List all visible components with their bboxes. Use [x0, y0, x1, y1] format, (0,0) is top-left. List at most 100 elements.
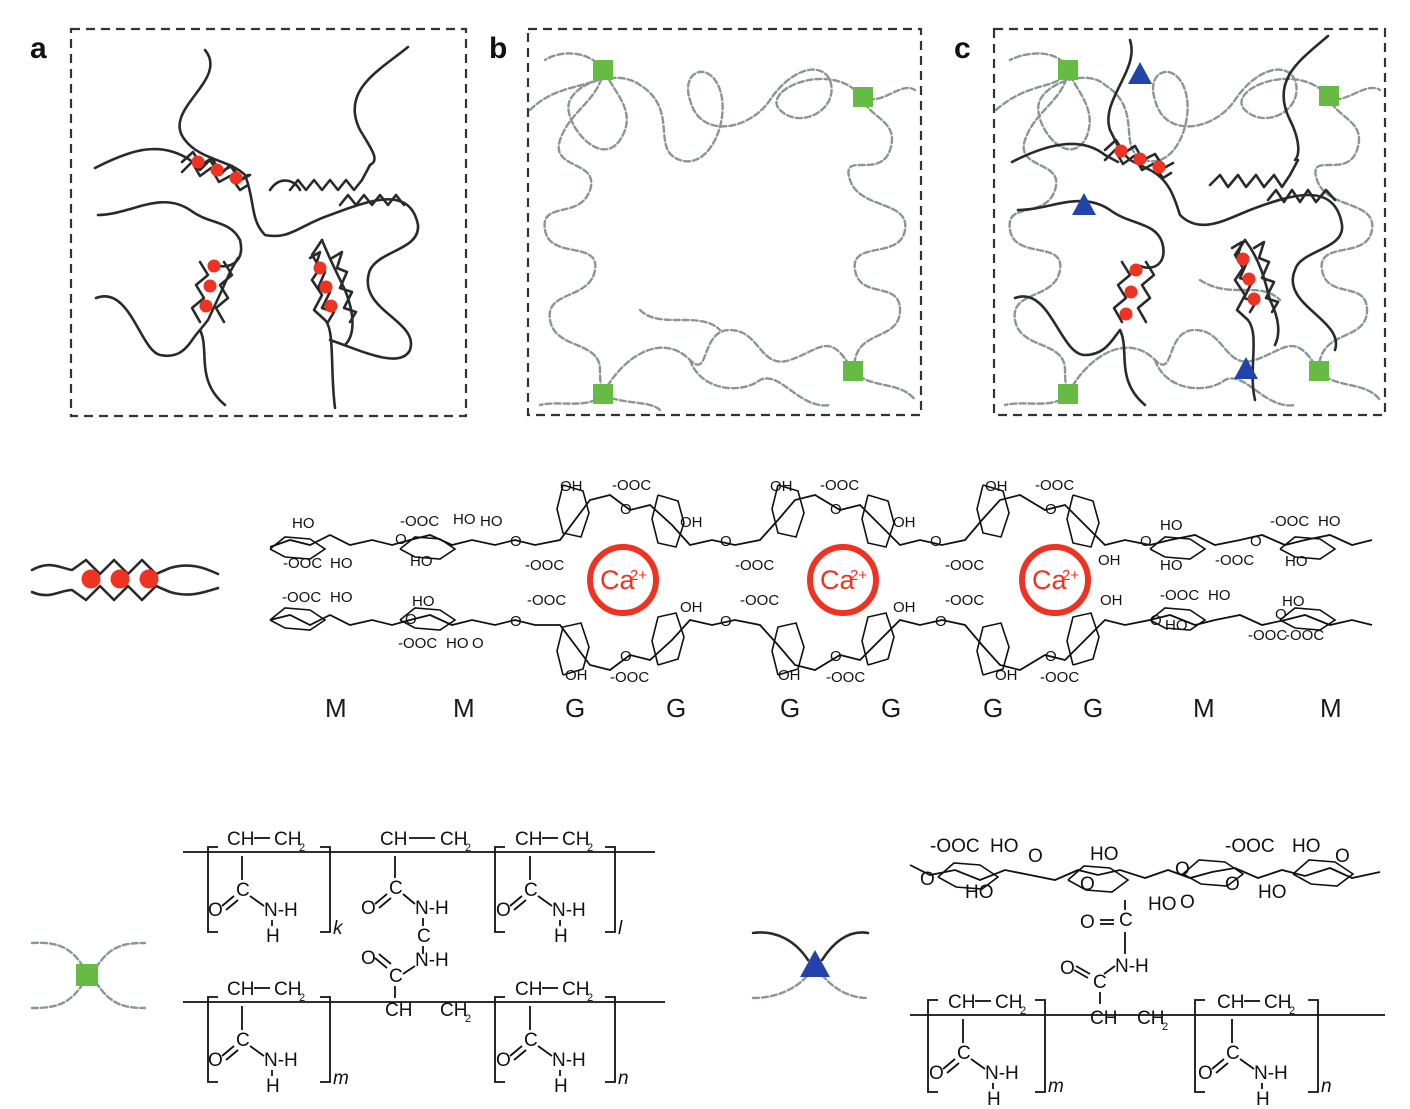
ch-label: CH — [948, 992, 975, 1013]
ch2-label: CH — [440, 829, 467, 850]
substituent-label: O — [1250, 533, 1262, 550]
subscript-label: 2 — [1020, 1005, 1026, 1017]
ch2-label: CH — [274, 829, 301, 850]
substituent-label: -OOC — [400, 513, 439, 530]
bond — [378, 897, 392, 909]
substituent-label: OH — [985, 478, 1008, 495]
substituent-label: HO — [480, 513, 503, 530]
covalent-crosslink-c1 — [1128, 62, 1152, 84]
ionic-junction-a2 — [190, 259, 234, 324]
bond — [374, 893, 388, 905]
mba-crosslink-c3 — [1058, 384, 1078, 404]
oxygen-label: O — [496, 1050, 511, 1071]
subscript-label: 2 — [299, 992, 305, 1004]
carbon-label: C — [236, 1030, 250, 1051]
substituent-label: OH — [893, 514, 916, 531]
ch-label: CH — [385, 1000, 412, 1021]
panel-c-frame — [992, 27, 1387, 417]
nh-label: N-H — [264, 900, 298, 921]
ch2-label: CH — [995, 992, 1022, 1013]
substituent-label: OH — [778, 667, 801, 684]
bond — [378, 953, 392, 965]
ch-label: CH — [227, 829, 254, 850]
substituent-label: -OOC — [525, 557, 564, 574]
g-unit-ring — [976, 622, 1010, 676]
ch2-label: CH — [274, 979, 301, 1000]
subscript-label: 2 — [1289, 1005, 1295, 1017]
m-unit-ring — [399, 536, 457, 560]
bond — [509, 1045, 523, 1057]
index-n: n — [618, 1068, 629, 1089]
panel-a-label: a — [30, 32, 47, 65]
calcium-ion-1-label: Ca — [600, 565, 635, 595]
monomer-label: G — [666, 693, 686, 723]
substituent-label: HO — [1160, 557, 1183, 574]
ch-label: CH — [1217, 992, 1244, 1013]
substituent-label: -OOC — [735, 557, 774, 574]
index-n-hybrid: n — [1321, 1076, 1332, 1097]
carbon-label: C — [417, 926, 431, 947]
substituent-label: O — [1080, 874, 1095, 895]
substituent-label: O — [405, 611, 417, 628]
monomer-label: M — [1320, 693, 1342, 723]
substituent-label: HO — [453, 511, 476, 528]
monomer-label: G — [780, 693, 800, 723]
m-unit-ring — [1149, 607, 1207, 631]
h-label: H — [554, 1076, 568, 1097]
nh-label: N-H — [1115, 956, 1149, 977]
g-unit-ring — [861, 612, 895, 666]
carbon-label: C — [389, 966, 403, 987]
substituent-label: -OOC — [1225, 836, 1275, 857]
substituent-label: -OOC — [740, 592, 779, 609]
substituent-label: HO — [1282, 593, 1305, 610]
bond — [509, 895, 523, 907]
substituent-label: O — [1045, 501, 1057, 518]
bond — [513, 1049, 527, 1061]
substituent-label: -OOC — [283, 555, 322, 572]
g-unit-ring — [556, 622, 590, 676]
substituent-label: HO — [1208, 587, 1231, 604]
alginate-network — [93, 45, 420, 410]
substituent-label: HO — [1148, 894, 1177, 915]
m-unit-ring — [1149, 536, 1207, 560]
g-unit-ring — [771, 484, 805, 538]
sugar-ring — [1292, 859, 1355, 887]
substituent-label: HO — [990, 836, 1019, 857]
carbon-label: C — [1119, 910, 1133, 931]
substituent-label: O — [920, 869, 935, 890]
bond — [513, 899, 527, 911]
substituent-label: OH — [1100, 592, 1123, 609]
substituent-label: O — [510, 613, 522, 630]
bond — [249, 1045, 265, 1057]
substituent-label: O — [720, 533, 732, 550]
sugar-ring — [1182, 859, 1245, 887]
substituent-label: O — [1335, 846, 1350, 867]
subscript-label: 2 — [587, 842, 593, 854]
substituent-label: -OOC — [398, 635, 437, 652]
sugar-ring — [1067, 865, 1130, 893]
ch2-label: CH — [1137, 1008, 1164, 1029]
monomer-label: M — [1193, 693, 1215, 723]
ch-label: CH — [515, 829, 542, 850]
subscript-label: 2 — [1162, 1021, 1168, 1033]
subscript-label: 2 — [465, 842, 471, 854]
subscript-label: 2 — [587, 992, 593, 1004]
substituent-label: O — [930, 533, 942, 550]
monomer-label: G — [983, 693, 1003, 723]
substituent-label: O — [1225, 874, 1240, 895]
oxygen-label: O — [1060, 958, 1075, 979]
bond — [225, 899, 239, 911]
bond — [946, 1062, 960, 1074]
g-unit-ring — [861, 494, 895, 548]
substituent-label: O — [395, 531, 407, 548]
substituent-label: O — [1140, 533, 1152, 550]
mba-crosslink-c2 — [1319, 86, 1339, 106]
substituent-label: OH — [1098, 552, 1121, 569]
carbon-label: C — [524, 1030, 538, 1051]
substituent-label: OH — [995, 667, 1018, 684]
substituent-label: HO — [330, 555, 353, 572]
panel-b-frame — [526, 27, 923, 417]
mba-crosslink-c1 — [1058, 60, 1078, 80]
